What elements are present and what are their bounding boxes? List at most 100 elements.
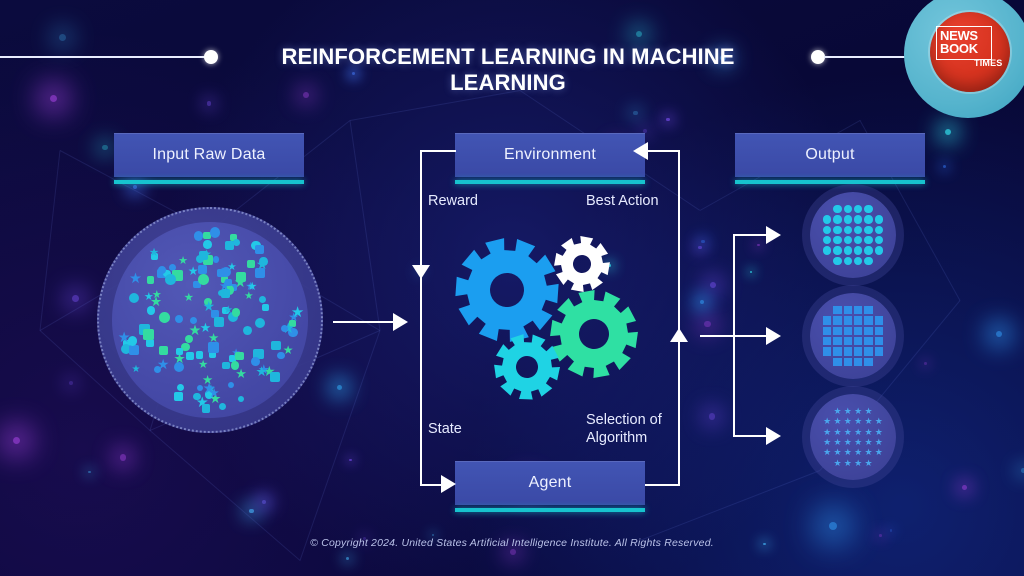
data-shape-circle	[259, 257, 268, 266]
data-shape-circle	[280, 324, 288, 332]
data-shape-circle	[181, 342, 190, 351]
data-shape-star: ★	[202, 298, 215, 315]
output-cell-circle	[833, 235, 842, 245]
output-cell-star: ★	[823, 426, 832, 437]
data-shape-star: ★	[143, 290, 154, 303]
logo-word-news: NEWS	[940, 28, 978, 43]
data-shape-square	[176, 348, 183, 356]
data-shape-circle	[128, 292, 140, 304]
output-cell-star: ★	[833, 447, 842, 458]
output-cell-square	[874, 326, 883, 335]
data-shape-circle	[177, 384, 185, 392]
output-cell-star: ★	[843, 436, 852, 447]
flow-loop-right-to-env	[648, 150, 680, 152]
arrow-into-agent	[441, 475, 456, 493]
logo-word-book: BOOK	[940, 41, 978, 57]
output-cell-circle	[874, 235, 883, 245]
data-shape-star: ★	[209, 390, 222, 406]
output-cell-circle	[853, 246, 863, 255]
data-shape-circle	[254, 317, 266, 329]
logo-wordmark-box: NEWS BOOK	[936, 26, 992, 60]
output-cell-star: ★	[833, 457, 842, 468]
data-shape-star: ★	[202, 380, 216, 397]
data-shape-star: ★	[188, 322, 202, 339]
box-input-raw-data: Input Raw Data	[114, 133, 304, 184]
output-cell-circle	[833, 215, 842, 224]
output-grid-stars: ★★★★★★★★★★★★★★★★★★★★★★★★★★★★★★★★★★★★	[823, 406, 883, 468]
output-cell-square	[843, 326, 852, 335]
output-cell-circle	[864, 205, 873, 214]
data-shape-star: ★	[206, 384, 216, 396]
data-shape-circle	[232, 308, 241, 317]
data-shape-star: ★	[282, 342, 294, 357]
data-shape-square	[158, 346, 168, 356]
data-shape-star: ★	[233, 275, 247, 292]
output-cell-circle	[823, 215, 832, 224]
output-cell-star: ★	[833, 406, 842, 416]
data-shape-square	[193, 280, 202, 289]
gear-cyan-icon	[494, 334, 561, 400]
box-underline	[735, 180, 925, 184]
label-selection-of-algorithm: Selection of Algorithm	[586, 412, 662, 447]
data-shape-circle	[277, 351, 285, 360]
data-shape-star: ★	[178, 254, 188, 267]
data-shape-circle	[218, 402, 227, 411]
output-cell-square	[833, 316, 842, 325]
data-shape-star: ★	[244, 291, 254, 303]
output-cell-circle	[843, 256, 852, 265]
data-shape-star: ★	[219, 278, 231, 293]
output-cell-star: ★	[843, 426, 852, 437]
output-cell-circle	[853, 215, 863, 224]
data-shape-square	[145, 338, 154, 347]
data-shape-circle	[228, 311, 239, 322]
data-shape-star: ★	[223, 304, 233, 317]
newsbook-times-logo[interactable]: NEWS BOOK TIMES	[904, 0, 1024, 118]
output-cell-square	[823, 336, 832, 346]
output-circle-squares	[810, 293, 896, 379]
data-shape-star: ★	[208, 385, 220, 400]
arrow-input-to-loop	[393, 313, 408, 331]
data-blob-core	[112, 222, 308, 418]
data-shape-circle	[146, 306, 156, 315]
data-shape-star: ★	[183, 291, 194, 304]
data-shape-circle	[158, 312, 170, 324]
data-shape-circle	[193, 231, 204, 241]
data-shape-circle	[193, 392, 201, 400]
header-line-right	[824, 56, 934, 58]
flow-env-to-loop-left	[420, 150, 456, 152]
output-cell-square	[853, 316, 863, 325]
output-cell-circle	[843, 235, 852, 245]
arrow-reward-down	[412, 265, 430, 279]
output-grid-squares	[823, 306, 883, 366]
data-shape-square	[221, 306, 229, 314]
header-line-left	[0, 56, 212, 58]
data-shape-square	[235, 271, 247, 283]
data-shape-star: ★	[208, 331, 220, 346]
data-shape-circle	[237, 396, 245, 403]
output-cell-square	[833, 357, 842, 366]
output-cell-star: ★	[864, 436, 873, 447]
data-shape-square	[261, 303, 270, 312]
output-cell-star: ★	[864, 447, 873, 458]
output-cell-circle	[843, 205, 852, 214]
output-cell-square	[843, 336, 852, 346]
data-shape-circle	[217, 289, 225, 297]
header-dot-left	[204, 50, 218, 64]
data-shape-square	[195, 351, 204, 360]
input-raw-data-visual: ★★★★★★★★★★★★★★★★★★★★★★★★★★★★★★★★★★★★★★★★…	[97, 207, 323, 433]
output-cell-square	[823, 347, 832, 356]
output-cell-star: ★	[854, 447, 863, 458]
label-reward: Reward	[428, 193, 478, 209]
output-cell-circle	[853, 205, 863, 214]
output-cell-square	[853, 347, 863, 356]
output-cell-circle	[823, 225, 832, 234]
data-shape-circle	[259, 295, 267, 303]
data-shape-square	[254, 267, 265, 278]
box-environment-label: Environment	[503, 146, 597, 163]
data-shape-circle	[227, 381, 235, 389]
output-cell-circle	[853, 225, 863, 234]
data-shape-star: ★	[245, 279, 256, 293]
data-shape-square	[222, 361, 230, 370]
data-shape-square	[221, 289, 230, 298]
output-cell-circle	[853, 256, 863, 265]
